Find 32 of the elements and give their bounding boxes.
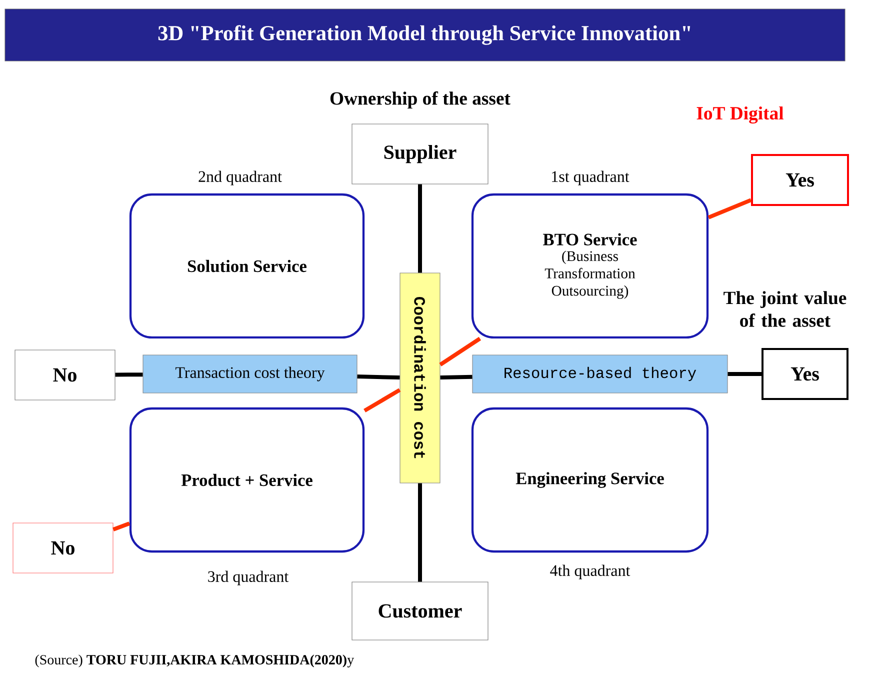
answer-box: Yes bbox=[751, 154, 849, 206]
connector-line bbox=[115, 372, 143, 377]
source-note: (Source) TORU FUJII,AKIRA KAMOSHIDA(2020)y bbox=[35, 654, 354, 668]
answer-box: Customer bbox=[352, 582, 488, 640]
answer-box: No bbox=[12, 522, 114, 574]
service-box: Product + Service bbox=[129, 407, 365, 553]
connector-line bbox=[418, 483, 422, 582]
service-box: BTO Service (Business Transformation Outsourcing) bbox=[471, 193, 709, 339]
theory-band: Transaction cost theory bbox=[142, 354, 358, 394]
service-box: Engineering Service bbox=[471, 407, 709, 553]
quadrant-label: 4th quadrant bbox=[550, 564, 630, 580]
service-box: Solution Service bbox=[129, 193, 365, 339]
title-banner: 3D "Profit Generation Model through Service Innovation" bbox=[4, 8, 846, 62]
theory-band: Resource-based theory bbox=[472, 354, 728, 394]
answer-box: Yes bbox=[762, 348, 848, 400]
connector-line bbox=[357, 374, 400, 380]
connector-line bbox=[708, 198, 752, 220]
iot-digital-label: IoT Digital bbox=[696, 106, 784, 124]
connector-line bbox=[728, 372, 762, 376]
connector-line bbox=[439, 336, 482, 366]
quadrant-label: 3rd quadrant bbox=[208, 570, 289, 586]
coordination-bar: Coordination cost bbox=[400, 272, 440, 484]
connector-line bbox=[418, 184, 422, 273]
axis-heading: The joint value of the asset bbox=[724, 291, 846, 327]
answer-box: No bbox=[14, 350, 116, 400]
answer-box: Supplier bbox=[352, 124, 488, 184]
axis-heading: Ownership of the asset bbox=[330, 91, 510, 109]
quadrant-label: 1st quadrant bbox=[552, 170, 630, 186]
connector-line bbox=[112, 522, 130, 532]
connector-line bbox=[364, 388, 401, 412]
quadrant-label: 2nd quadrant bbox=[198, 170, 282, 186]
connector-line bbox=[440, 374, 472, 380]
